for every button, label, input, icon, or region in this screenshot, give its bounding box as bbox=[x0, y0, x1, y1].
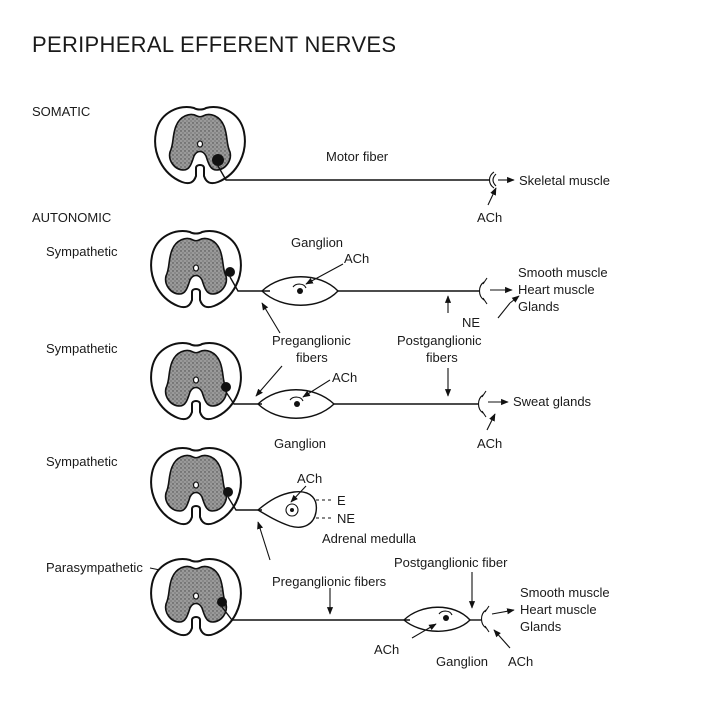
ganglion-label-2: Ganglion bbox=[274, 436, 326, 451]
skeletal-muscle-label: Skeletal muscle bbox=[519, 173, 610, 188]
somatic-row: Motor fiber Skeletal muscle ACh bbox=[154, 106, 610, 225]
motor-neuron-body bbox=[212, 154, 224, 166]
ne-adrenal-label: NE bbox=[337, 511, 355, 526]
ach-ganglion-label-para: ACh bbox=[374, 642, 399, 657]
sweat-glands-label: Sweat glands bbox=[513, 394, 592, 409]
target-glands-para: Glands bbox=[520, 619, 562, 634]
arrow-pre-up bbox=[261, 302, 281, 334]
ganglion-cell-2 bbox=[294, 401, 300, 407]
section-autonomic: AUTONOMIC bbox=[32, 210, 111, 225]
sympathetic-row-1: Sympathetic Ganglion ACh Smooth muscle H… bbox=[46, 230, 608, 330]
preganglionic-fiber-3 bbox=[227, 496, 262, 511]
arrow-ach-ganglion-para bbox=[411, 623, 437, 639]
chromaffin-nucleus bbox=[290, 508, 294, 512]
page-title: PERIPHERAL EFFERENT NERVES bbox=[32, 32, 396, 57]
effector-junction-para bbox=[480, 605, 490, 633]
effector-junction-2 bbox=[477, 390, 487, 418]
motor-fiber-label: Motor fiber bbox=[326, 149, 389, 164]
preganglionic-label-para: Preganglionic fibers bbox=[272, 574, 387, 589]
arrow-ne-1 bbox=[509, 295, 520, 304]
ganglion-cell-para bbox=[443, 615, 449, 621]
postganglionic-label-line1: Postganglionic bbox=[397, 333, 482, 348]
adrenal-medulla-shape bbox=[256, 491, 318, 528]
preganglionic-label-line2: fibers bbox=[296, 350, 328, 365]
preganglionic-neuron-body-2 bbox=[221, 382, 231, 392]
postganglionic-label-para: Postganglionic fiber bbox=[394, 555, 508, 570]
section-somatic: SOMATIC bbox=[32, 104, 90, 119]
preganglionic-fiber-2 bbox=[225, 391, 262, 405]
synapse-mark-para bbox=[438, 610, 453, 616]
parasympathetic-row: Parasympathetic Preganglionic fibers Pos… bbox=[46, 555, 610, 669]
ne-label-1: NE bbox=[462, 315, 480, 330]
ne-line-1 bbox=[497, 302, 511, 319]
postganglionic-label-line2: fibers bbox=[426, 350, 458, 365]
preganglionic-neuron-body-1 bbox=[225, 267, 235, 277]
preganglionic-neuron-body-para bbox=[217, 597, 227, 607]
target-smooth-muscle-para: Smooth muscle bbox=[520, 585, 610, 600]
arrow-pre-adrenal bbox=[257, 521, 271, 561]
arrow-ach-adrenal bbox=[290, 485, 307, 503]
effector-junction-1 bbox=[478, 277, 488, 305]
arrow-ach-sweat bbox=[486, 413, 496, 431]
ach-ganglion-label-2: ACh bbox=[332, 370, 357, 385]
target-heart-muscle-1: Heart muscle bbox=[518, 282, 595, 297]
spinal-cord-para bbox=[150, 558, 242, 637]
neuromuscular-junction bbox=[488, 171, 497, 189]
arrow-ach-somatic bbox=[487, 187, 497, 206]
parasympathetic-label: Parasympathetic bbox=[46, 560, 143, 575]
sympathetic-label-2: Sympathetic bbox=[46, 341, 118, 356]
sympathetic-row-3: Sympathetic ACh E NE Adrenal medulla bbox=[46, 447, 417, 561]
ganglion-para bbox=[402, 606, 471, 632]
synapse-mark-1 bbox=[292, 283, 307, 289]
sympathetic-label-1: Sympathetic bbox=[46, 244, 118, 259]
synapse-mark-2 bbox=[289, 396, 304, 402]
arrow-ach-ganglion-2 bbox=[302, 379, 331, 398]
arrow-effectors-para bbox=[491, 608, 515, 615]
preganglionic-fiber-1 bbox=[229, 276, 270, 292]
target-heart-muscle-para: Heart muscle bbox=[520, 602, 597, 617]
spinal-cord-symp3 bbox=[150, 447, 242, 526]
arrow-pre-down bbox=[255, 365, 283, 397]
spinal-cord-symp2 bbox=[150, 342, 242, 421]
arrow-ach-ganglion-1 bbox=[305, 263, 344, 285]
sympathetic-row-2: Sympathetic ACh Ganglion Sweat glands AC… bbox=[46, 341, 592, 451]
ganglion-label-1: Ganglion bbox=[291, 235, 343, 250]
ach-adrenal-label: ACh bbox=[297, 471, 322, 486]
arrow-ach-effector-para bbox=[493, 629, 511, 649]
preganglionic-neuron-body-3 bbox=[223, 487, 233, 497]
sympathetic-label-3: Sympathetic bbox=[46, 454, 118, 469]
ach-ganglion-label-1: ACh bbox=[344, 251, 369, 266]
ganglion-label-para: Ganglion bbox=[436, 654, 488, 669]
adrenal-medulla-label: Adrenal medulla bbox=[322, 531, 417, 546]
shared-fiber-labels: Preganglionic fibers Postganglionic fibe… bbox=[255, 302, 482, 397]
preganglionic-label-line1: Preganglionic bbox=[272, 333, 351, 348]
ganglion-cell-1 bbox=[297, 288, 303, 294]
ach-somatic-label: ACh bbox=[477, 210, 502, 225]
spinal-cord-somatic bbox=[154, 106, 246, 185]
preganglionic-fiber-para bbox=[221, 606, 410, 621]
e-label: E bbox=[337, 493, 346, 508]
chromaffin-cell bbox=[285, 503, 299, 517]
ach-sweat-label: ACh bbox=[477, 436, 502, 451]
target-glands-1: Glands bbox=[518, 299, 560, 314]
motor-fiber-line bbox=[217, 165, 490, 181]
target-smooth-muscle-1: Smooth muscle bbox=[518, 265, 608, 280]
ach-effector-label-para: ACh bbox=[508, 654, 533, 669]
